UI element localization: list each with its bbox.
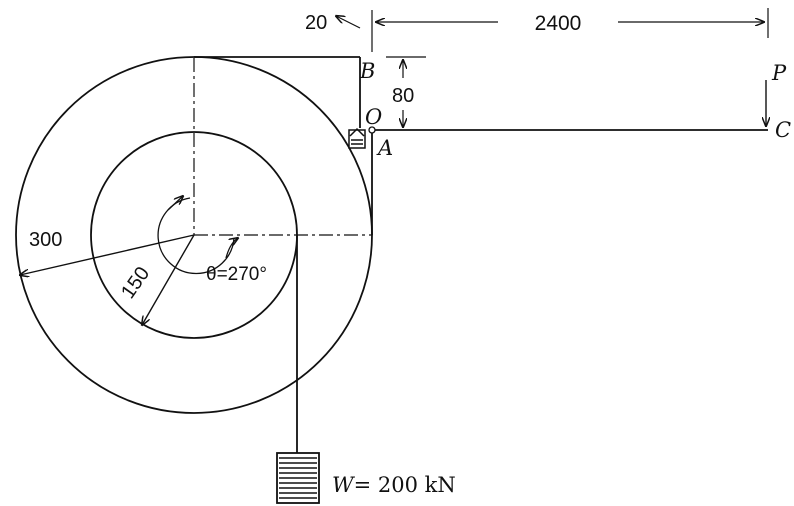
radius-150-arrow	[142, 234, 195, 325]
radius-300-arrow	[20, 234, 195, 275]
weight-block	[276, 452, 320, 504]
radius-300-label: 300	[29, 229, 62, 251]
weight-symbol: W	[332, 473, 356, 497]
dim-20-label: 20	[305, 12, 327, 34]
point-c-label: C	[775, 118, 791, 142]
dim-2400-label: 2400	[535, 12, 582, 35]
weight-value: = 200 kN	[354, 473, 456, 497]
point-o-label: O	[365, 105, 382, 129]
dim-20-arrow	[336, 16, 361, 29]
pivot-o	[368, 126, 376, 134]
point-b-label: B	[359, 59, 375, 83]
angle-arc-end-arrow	[225, 238, 238, 259]
pivot-support	[348, 127, 366, 149]
point-a-label: A	[376, 136, 393, 160]
radius-150-label: 150	[117, 263, 154, 303]
weight-label: W= 200 kN	[332, 473, 456, 497]
angle-arc-start-arrow	[167, 196, 183, 211]
angle-label: θ=270°	[206, 264, 267, 285]
force-p-label: P	[771, 61, 787, 85]
dim-80-label: 80	[392, 85, 414, 107]
